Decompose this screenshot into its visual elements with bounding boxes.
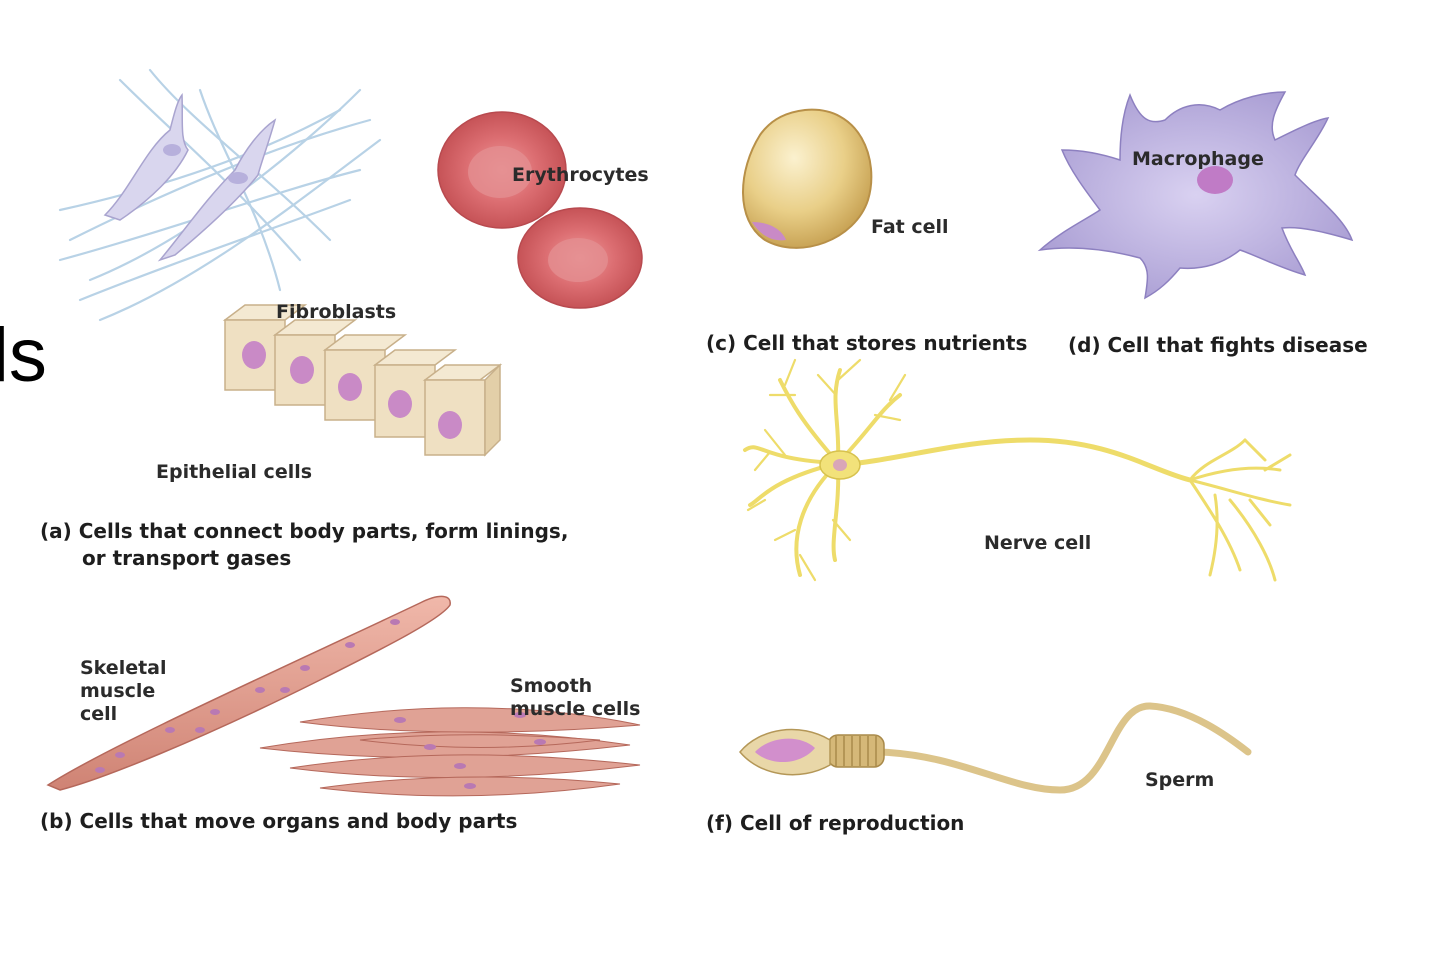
epithelial-illustration [222,304,503,457]
caption-c: (c) Cell that stores nutrients [706,331,1028,355]
sperm-illustration [739,702,1252,794]
skeletal-muscle-illustration [46,595,451,791]
fat-cell-illustration [742,108,873,249]
caption-b: (b) Cells that move organs and body part… [40,809,518,833]
macrophage-illustration [1037,91,1354,300]
caption-a: (a) Cells that connect body parts, form … [40,519,569,570]
fibroblasts-label: Fibroblasts [276,301,397,323]
nerve-cell-label: Nerve cell [984,532,1092,554]
fat-cell-label: Fat cell [871,216,949,238]
erythrocytes-label: Erythrocytes [512,164,649,186]
sperm-label: Sperm [1145,769,1215,791]
nerve-cell-illustration [743,358,1292,582]
fibroblast-cells [103,92,277,262]
epithelial-label: Epithelial cells [156,461,313,483]
smooth-muscle-illustration [259,707,641,797]
erythrocyte-illustration [437,111,643,309]
caption-f: (f) Cell of reproduction [706,811,965,835]
skeletal-muscle-label: Skeletal muscle cell [80,657,167,725]
caption-d: (d) Cell that fights disease [1068,333,1368,357]
smooth-muscle-label: Smooth muscle cells [510,675,641,720]
macrophage-label: Macrophage [1132,148,1264,170]
partial-slide-title: ls [0,313,47,398]
